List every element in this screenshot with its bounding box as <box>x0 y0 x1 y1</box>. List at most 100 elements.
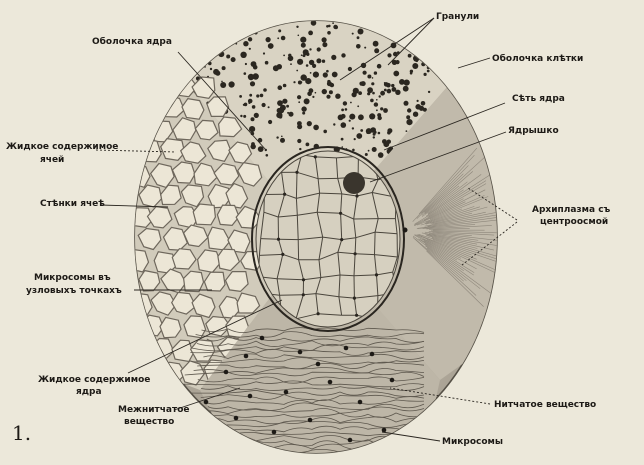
granule <box>222 41 227 46</box>
granule <box>189 26 193 30</box>
granule <box>402 7 408 13</box>
microsome <box>244 354 249 359</box>
granule <box>341 109 344 112</box>
granule <box>418 39 421 42</box>
granule <box>248 74 254 80</box>
granule <box>273 65 279 71</box>
label-nuclear-sap-2: ядра <box>76 387 102 397</box>
granule <box>393 71 399 77</box>
granule <box>431 33 434 36</box>
granule <box>297 59 303 65</box>
granule <box>384 82 386 84</box>
granule <box>278 29 281 32</box>
granule <box>283 55 285 57</box>
granule <box>376 109 378 111</box>
granule <box>303 54 306 57</box>
granule <box>265 61 269 65</box>
granule <box>349 114 355 120</box>
granule <box>332 22 334 24</box>
microsome <box>284 390 289 395</box>
granule <box>262 103 266 107</box>
granule <box>404 101 409 106</box>
granule <box>373 136 375 138</box>
microsome <box>348 438 353 443</box>
granule <box>441 65 446 70</box>
granule <box>334 7 337 10</box>
granule <box>416 60 418 62</box>
microsome <box>316 362 321 367</box>
granule <box>322 60 325 63</box>
granule <box>442 75 448 81</box>
label-nuclear-membrane: Оболочка ядра <box>92 36 172 47</box>
granule <box>419 106 424 111</box>
granule <box>374 48 379 53</box>
granule <box>280 138 285 143</box>
label-cell-membrane: Оболочка клѣтки <box>492 53 583 64</box>
granule <box>218 42 223 47</box>
granule <box>408 37 412 41</box>
nuclear-network-strand <box>317 312 320 315</box>
granule <box>369 113 375 119</box>
granule <box>208 6 213 11</box>
nuclear-network-strand <box>375 273 378 276</box>
granule <box>277 108 282 113</box>
granule <box>287 112 289 114</box>
granule <box>377 64 382 69</box>
granule <box>235 23 240 28</box>
granule <box>306 143 310 147</box>
granule <box>387 140 391 144</box>
microsome <box>358 400 363 405</box>
microsome <box>308 418 313 423</box>
granule <box>240 115 242 117</box>
granule <box>263 52 265 54</box>
granule <box>263 88 267 92</box>
granule <box>260 94 264 98</box>
granule <box>416 11 422 17</box>
granule <box>216 33 218 35</box>
granule <box>383 108 388 113</box>
label-nucleolus: Ядрышко <box>508 126 559 136</box>
granule <box>242 8 245 11</box>
granule <box>289 112 294 117</box>
granule <box>380 91 385 96</box>
granule <box>278 85 283 90</box>
label-microsomes-nodes-2: узловыхъ точкахъ <box>26 286 122 296</box>
granule <box>365 153 368 156</box>
granule <box>370 99 374 103</box>
granule <box>248 37 252 41</box>
granule <box>333 123 335 125</box>
granule <box>410 70 413 73</box>
granule <box>382 29 388 35</box>
granule <box>391 7 397 13</box>
granule <box>391 84 394 87</box>
granule <box>329 90 333 94</box>
granule <box>380 107 383 110</box>
granule <box>196 22 202 28</box>
label-archoplasm-1: Архиплазма съ <box>532 205 611 215</box>
nuclear-network-strand <box>302 293 305 296</box>
nuclear-network-strand <box>353 297 356 300</box>
alveolus <box>193 204 215 225</box>
label-cell-sap-1: Жидкое содержимое <box>6 142 118 152</box>
microsome <box>272 430 277 435</box>
granule <box>223 15 225 17</box>
nuclear-network-strand <box>375 232 376 255</box>
granule <box>367 75 371 79</box>
granule <box>427 70 430 73</box>
granule <box>253 65 258 70</box>
granule <box>202 46 206 50</box>
granule <box>199 27 201 29</box>
granule <box>364 47 366 49</box>
granule <box>299 148 301 150</box>
microsome <box>344 346 349 351</box>
granule <box>309 60 314 65</box>
granule <box>302 112 305 115</box>
granule <box>433 42 437 46</box>
granule <box>268 106 270 108</box>
alveolus <box>140 140 161 162</box>
granule <box>406 119 412 125</box>
granule <box>308 31 313 36</box>
alveolus <box>127 75 150 96</box>
granule <box>231 57 236 62</box>
granule <box>378 152 384 158</box>
